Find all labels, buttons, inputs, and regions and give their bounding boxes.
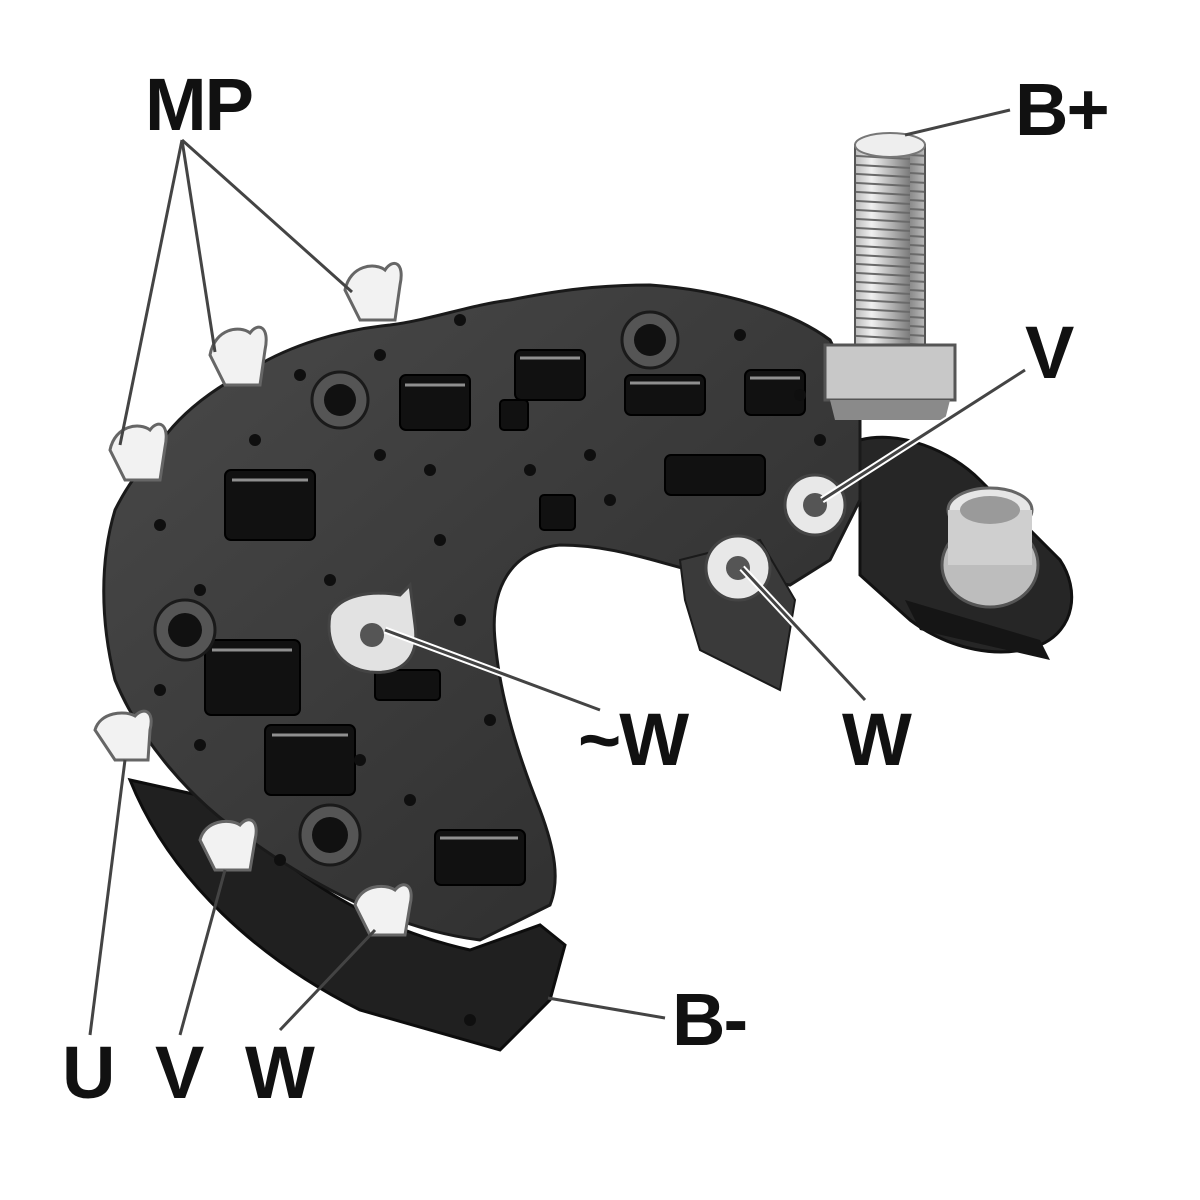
mp-clip — [93, 709, 153, 762]
label-w-bottom: W — [245, 1031, 315, 1114]
center-cutout — [500, 548, 660, 640]
leader-w-right — [740, 566, 867, 702]
mp-clip — [198, 818, 258, 872]
diode-leads — [212, 356, 800, 840]
diode — [539, 494, 576, 531]
bolt-nut-base — [830, 400, 950, 420]
diode — [514, 349, 586, 401]
label-u: U — [62, 1031, 113, 1114]
leader-b-plus — [904, 108, 1011, 137]
diode — [399, 374, 471, 431]
leader-v-bottom — [178, 869, 227, 1036]
diode — [664, 454, 766, 496]
leader-b-minus — [547, 996, 666, 1020]
label-w-right: W — [842, 698, 912, 781]
label-b-minus: B- — [672, 978, 746, 1061]
leader-w-center — [384, 628, 601, 712]
leader-u — [88, 759, 127, 1036]
diode — [224, 469, 316, 541]
press-fit-diode — [168, 613, 202, 647]
rivet-holes — [154, 314, 826, 1026]
diode — [374, 669, 441, 701]
label-b-plus: B+ — [1015, 68, 1108, 151]
bolt-tip — [854, 132, 926, 158]
label-w-center: ~W — [578, 698, 689, 781]
label-v-bottom: V — [155, 1031, 204, 1114]
leader-v-right — [821, 368, 1026, 502]
mp-clip — [208, 325, 268, 387]
leader-mp-1 — [181, 138, 353, 294]
label-mp: MP — [145, 63, 252, 146]
leader-lines — [88, 108, 1027, 1036]
press-fit-diode — [634, 324, 666, 356]
mp-clip — [353, 883, 413, 937]
mp-clips — [93, 261, 413, 937]
label-v-right: V — [1025, 311, 1074, 394]
leader-mp-2 — [180, 139, 217, 353]
diode — [434, 829, 526, 886]
mp-clip — [343, 261, 403, 322]
leader-mp-3 — [118, 139, 184, 446]
press-fit-diodes — [153, 310, 680, 867]
diode — [499, 399, 529, 431]
diode-group — [204, 349, 806, 886]
terminal-bracket-edge — [905, 600, 1050, 660]
bracket-bushing — [940, 486, 1040, 609]
bolt-nut — [823, 343, 957, 402]
terminal-center-w-eyelet — [327, 581, 418, 674]
terminal-v-eyelet — [783, 473, 847, 537]
leader-w-bottom — [278, 928, 377, 1032]
diode — [204, 639, 301, 716]
mp-clip — [108, 422, 168, 482]
diode — [624, 374, 706, 416]
b-plus-bolt — [823, 132, 957, 420]
press-fit-diode — [312, 817, 348, 853]
bolt-thread — [854, 144, 926, 366]
press-fit-diode — [324, 384, 356, 416]
